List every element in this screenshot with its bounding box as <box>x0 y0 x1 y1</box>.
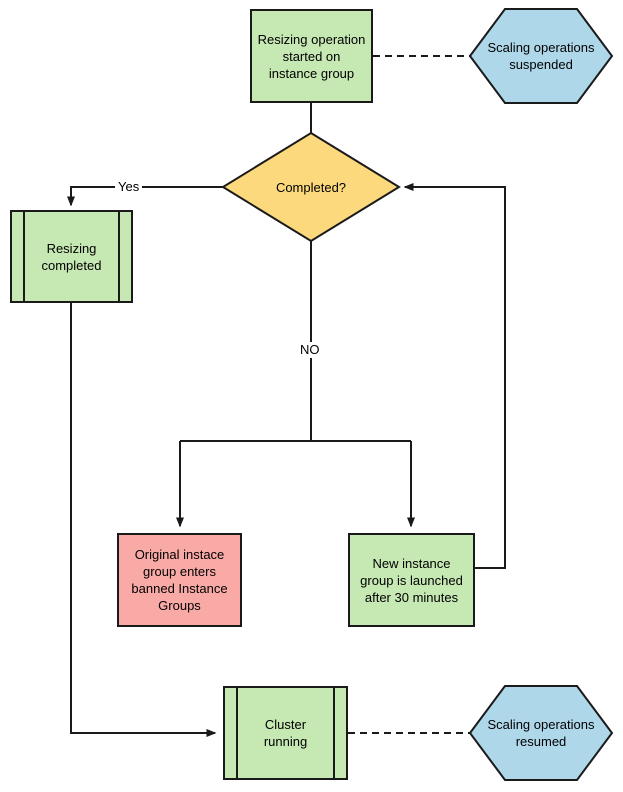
node-resizing-completed-label: Resizing completed <box>41 240 102 273</box>
edge-completed-yes <box>67 186 223 207</box>
node-resizing-completed: Resizing completed <box>10 210 133 303</box>
hexagon-suspended-shape <box>468 8 614 104</box>
node-new-instance-group-label: New instance group is launched after 30 … <box>360 555 463 605</box>
predefined-bar-right <box>333 688 335 778</box>
node-banned-groups-label: Original instace group enters banned Ins… <box>131 547 228 613</box>
edge-resizing-cluster <box>70 303 217 737</box>
node-new-instance-group: New instance group is launched after 30 … <box>348 533 475 627</box>
decision-diamond-shape <box>221 131 401 243</box>
hexagon-resumed-shape <box>468 685 614 781</box>
edge-label-yes: Yes <box>115 179 143 195</box>
predefined-bar-right <box>118 212 120 301</box>
node-start: Resizing operation started on instance g… <box>250 9 373 103</box>
node-banned-groups: Original instace group enters banned Ins… <box>117 533 242 627</box>
predefined-bar-left <box>236 688 238 778</box>
node-cluster-running-label: Cluster running <box>263 717 308 749</box>
edge-newgroup-completed-loop <box>403 183 506 569</box>
predefined-bar-left <box>23 212 25 301</box>
edge-label-no: NO <box>297 342 323 358</box>
node-start-label: Resizing operation started on instance g… <box>257 31 366 81</box>
node-cluster-running: Cluster running <box>223 686 348 780</box>
